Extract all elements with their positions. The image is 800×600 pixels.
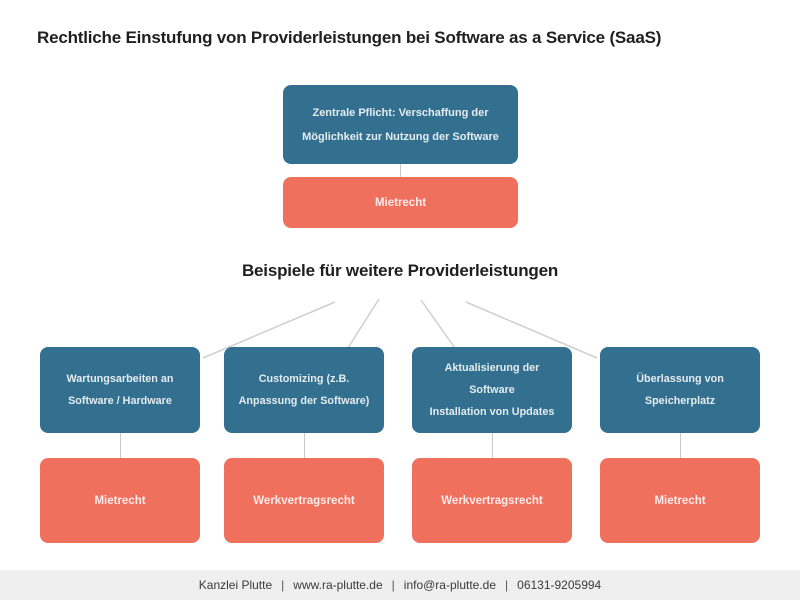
footer-separator: |	[505, 578, 509, 592]
branch-classification-node-4: Mietrecht	[600, 458, 760, 543]
branch-classification-label-4: Mietrecht	[654, 494, 706, 507]
central-duty-node: Zentrale Pflicht: Verschaffung der Mögli…	[283, 85, 518, 164]
branch-connector-line-3	[492, 433, 493, 458]
branch-service-node-2: Customizing (z.B. Anpassung der Software…	[224, 347, 384, 433]
branch-connector-line-4	[680, 433, 681, 458]
branch-service-label-4: Überlassung von Speicherplatz	[636, 373, 724, 407]
page-title: Rechtliche Einstufung von Providerleistu…	[37, 28, 662, 47]
branch-service-label-2: Customizing (z.B. Anpassung der Software…	[238, 373, 370, 407]
footer-email: info@ra-plutte.de	[403, 578, 497, 592]
branch-classification-label-3: Werkvertragsrecht	[441, 494, 543, 507]
branch-connector-line-2	[304, 433, 305, 458]
central-classification-node: Mietrecht	[283, 177, 518, 228]
footer-phone: 06131-9205994	[517, 578, 602, 592]
footer-separator: |	[391, 578, 395, 592]
central-classification-label: Mietrecht	[374, 196, 427, 209]
branch-classification-node-3: Werkvertragsrecht	[412, 458, 572, 543]
branch-service-label-1: Wartungsarbeiten an Software / Hardware	[66, 373, 174, 407]
branch-connector-line-1	[120, 433, 121, 458]
branch-classification-label-1: Mietrecht	[94, 494, 146, 507]
branch-classification-label-2: Werkvertragsrecht	[253, 494, 355, 507]
branch-classification-node-1: Mietrecht	[40, 458, 200, 543]
branch-service-node-4: Überlassung von Speicherplatz	[600, 347, 760, 433]
section-title: Beispiele für weitere Providerleistungen	[241, 261, 559, 280]
footer-bar: Kanzlei Plutte | www.ra-plutte.de | info…	[0, 570, 800, 600]
branch-classification-node-2: Werkvertragsrecht	[224, 458, 384, 543]
central-duty-label: Zentrale Pflicht: Verschaffung der Mögli…	[302, 106, 499, 143]
branch-service-label-3: Aktualisierung der Software Installation…	[429, 362, 555, 418]
branch-service-node-1: Wartungsarbeiten an Software / Hardware	[40, 347, 200, 433]
footer-firm-name: Kanzlei Plutte	[198, 578, 273, 592]
branch-service-node-3: Aktualisierung der Software Installation…	[412, 347, 572, 433]
footer-website: www.ra-plutte.de	[293, 578, 383, 592]
central-connector-line	[400, 164, 401, 177]
footer-separator: |	[281, 578, 285, 592]
